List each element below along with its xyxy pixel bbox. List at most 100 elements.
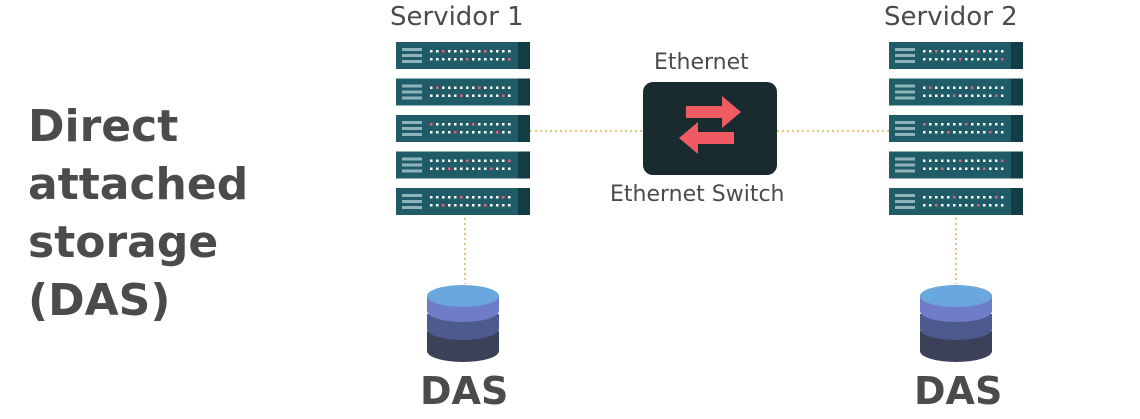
server-unit bbox=[396, 115, 530, 142]
led bbox=[929, 159, 932, 162]
led bbox=[496, 94, 499, 97]
led bbox=[995, 204, 998, 207]
led bbox=[436, 196, 439, 199]
led bbox=[947, 123, 950, 126]
server-slot bbox=[402, 121, 422, 124]
led bbox=[971, 123, 974, 126]
led bbox=[953, 204, 956, 207]
led bbox=[983, 50, 986, 53]
server-slot bbox=[402, 200, 422, 203]
das-2-database-icon bbox=[920, 285, 992, 362]
led bbox=[430, 131, 433, 134]
led-active bbox=[995, 196, 998, 199]
led bbox=[436, 123, 439, 126]
das-2-label: DAS bbox=[914, 369, 1003, 413]
led bbox=[941, 123, 944, 126]
server-1-label: Servidor 1 bbox=[390, 2, 524, 32]
server-unit-edge bbox=[1011, 42, 1023, 69]
server-slot bbox=[402, 127, 422, 130]
led bbox=[971, 94, 974, 97]
led bbox=[965, 167, 968, 170]
das-1-database-icon bbox=[427, 285, 499, 362]
led bbox=[923, 204, 926, 207]
led-active bbox=[941, 167, 944, 170]
led bbox=[454, 86, 457, 89]
server-unit bbox=[396, 151, 530, 179]
led bbox=[478, 167, 481, 170]
led bbox=[472, 196, 475, 199]
diagram-title: Direct attached storage (DAS) bbox=[28, 98, 328, 330]
led bbox=[448, 131, 451, 134]
led bbox=[929, 50, 932, 53]
server-slot bbox=[895, 96, 915, 100]
led bbox=[1001, 94, 1004, 97]
led bbox=[941, 159, 944, 162]
switch-arrow-left bbox=[679, 122, 734, 154]
led bbox=[430, 94, 433, 97]
led-active bbox=[502, 94, 505, 97]
led bbox=[953, 131, 956, 134]
led bbox=[466, 86, 469, 89]
led bbox=[989, 86, 992, 89]
led bbox=[941, 196, 944, 199]
led-active bbox=[478, 86, 481, 89]
led bbox=[436, 167, 439, 170]
led bbox=[971, 167, 974, 170]
led bbox=[442, 86, 445, 89]
led bbox=[965, 94, 968, 97]
server-slot bbox=[402, 157, 422, 161]
led bbox=[935, 196, 938, 199]
led bbox=[983, 94, 986, 97]
led bbox=[448, 86, 451, 89]
led bbox=[1001, 86, 1004, 89]
server-slot bbox=[402, 194, 422, 197]
led bbox=[460, 58, 463, 61]
led bbox=[484, 167, 487, 170]
led-active bbox=[989, 131, 992, 134]
led bbox=[484, 196, 487, 199]
led bbox=[454, 167, 457, 170]
led bbox=[947, 58, 950, 61]
server-slot bbox=[402, 163, 422, 167]
led bbox=[454, 204, 457, 207]
server-slot bbox=[895, 200, 915, 203]
server-slot bbox=[402, 133, 422, 136]
led bbox=[442, 58, 445, 61]
server-unit bbox=[889, 42, 1023, 69]
led bbox=[508, 167, 511, 170]
led bbox=[508, 86, 511, 89]
led bbox=[989, 204, 992, 207]
led bbox=[448, 94, 451, 97]
led bbox=[983, 204, 986, 207]
led bbox=[472, 204, 475, 207]
led bbox=[929, 196, 932, 199]
led-active bbox=[502, 196, 505, 199]
led-active bbox=[466, 159, 469, 162]
led bbox=[460, 159, 463, 162]
led bbox=[436, 204, 439, 207]
das-1-label: DAS bbox=[420, 369, 509, 413]
led bbox=[929, 58, 932, 61]
led-active bbox=[460, 196, 463, 199]
led bbox=[502, 204, 505, 207]
led bbox=[989, 159, 992, 162]
led-active bbox=[508, 159, 511, 162]
led bbox=[977, 58, 980, 61]
led bbox=[965, 58, 968, 61]
led-active bbox=[959, 159, 962, 162]
server-slot bbox=[895, 48, 915, 51]
led bbox=[959, 86, 962, 89]
cables bbox=[464, 130, 957, 284]
led bbox=[941, 131, 944, 134]
led bbox=[460, 123, 463, 126]
led bbox=[965, 196, 968, 199]
led bbox=[478, 196, 481, 199]
led bbox=[977, 86, 980, 89]
led bbox=[953, 159, 956, 162]
led bbox=[472, 58, 475, 61]
led bbox=[959, 123, 962, 126]
led bbox=[454, 58, 457, 61]
led bbox=[923, 159, 926, 162]
server-slot bbox=[402, 206, 422, 209]
